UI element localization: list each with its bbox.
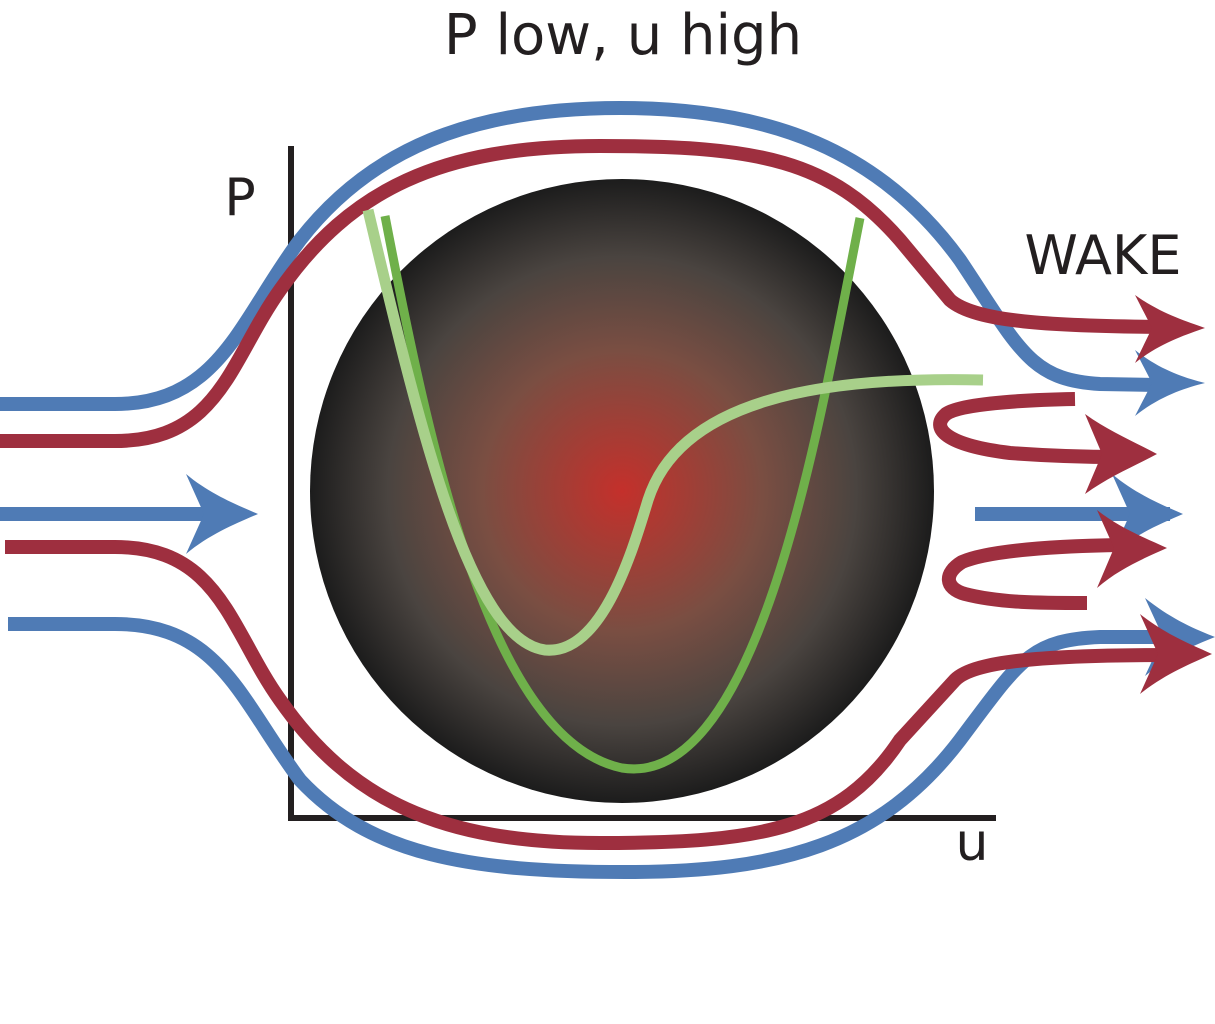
axis-x-label: u (956, 813, 989, 873)
red-wake-eddy-upper (933, 392, 1121, 464)
red-wake-eddy-lower (941, 538, 1121, 610)
red-arrowhead-bottom (1140, 614, 1212, 694)
red-streamline-bottom (5, 540, 1176, 850)
red-streamline-top (0, 139, 1166, 448)
blue-arrowhead-top (1135, 350, 1205, 416)
green-light-curve (362, 208, 984, 656)
axis-y-label: P (224, 168, 255, 228)
red-arrowhead-top (1135, 295, 1205, 363)
red-arrowhead-eddy-upper (1085, 414, 1157, 494)
diagram-title: P low, u high (444, 3, 802, 68)
blue-arrowhead-center-in (186, 474, 258, 554)
pu-axes (288, 146, 996, 821)
blue-streamline-bottom (8, 617, 1165, 879)
wake-label: WAKE (1025, 224, 1182, 287)
red-arrowhead-eddy-lower (1097, 510, 1167, 588)
green-parabola-curve (380, 215, 865, 774)
blue-streamline-top (0, 101, 1161, 411)
sphere-obstacle (310, 179, 934, 803)
